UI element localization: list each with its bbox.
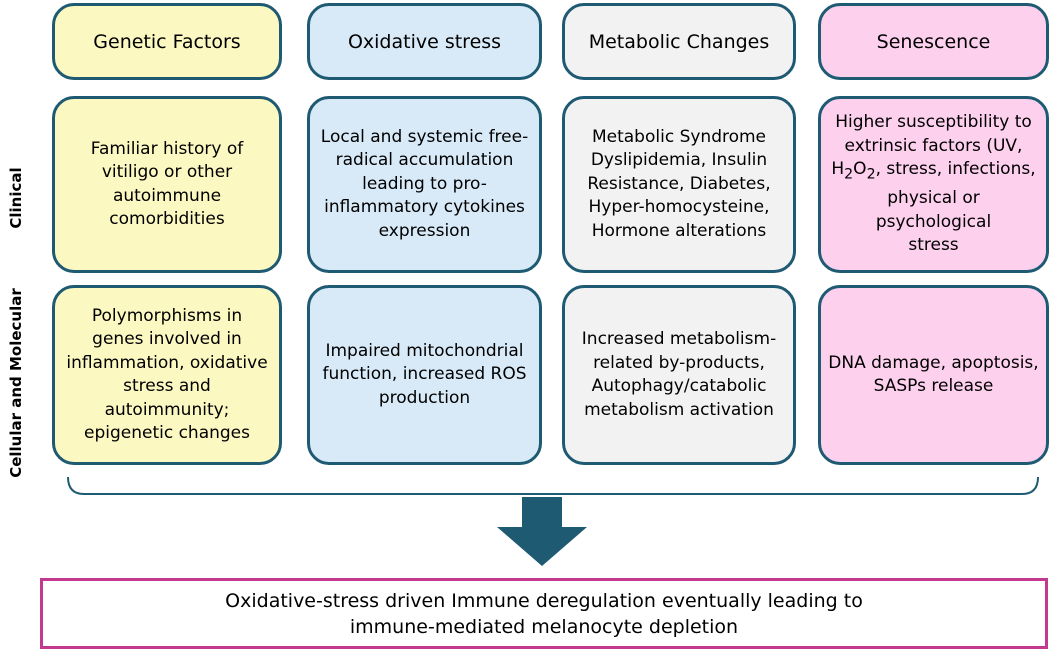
formula-sub-2: 2 xyxy=(866,166,876,183)
header-metabolic-changes-text: Metabolic Changes xyxy=(588,30,770,53)
clinical-senescence-box: Higher susceptibility to extrinsic facto… xyxy=(818,96,1049,273)
cellular-genetic-line: inflammation, oxidative xyxy=(66,352,268,373)
clinical-oxidative-box: Local and systemic free- radical accumul… xyxy=(307,96,542,273)
cellular-oxidative-box: Impaired mitochondrial function, increas… xyxy=(307,285,542,465)
grouping-brace xyxy=(67,476,1039,495)
clinical-senescence-line: extrinsic factors (UV, xyxy=(844,135,1023,156)
cellular-metabolic-line: Increased metabolism- xyxy=(581,329,777,349)
clinical-genetic-box: Familiar history of vitiligo or other au… xyxy=(52,96,282,273)
formula-rest: , stress, infections, xyxy=(875,159,1036,180)
cellular-senescence-line: SASPs release xyxy=(873,376,994,396)
clinical-genetic-line: comorbidities xyxy=(109,209,225,229)
cellular-metabolic-line: metabolism activation xyxy=(584,399,774,420)
clinical-metabolic-line: Hormone alterations xyxy=(591,220,767,241)
cellular-metabolic-box: Increased metabolism- related by-product… xyxy=(562,285,796,465)
clinical-genetic-line: vitiligo or other xyxy=(101,162,233,182)
clinical-metabolic-box: Metabolic Syndrome Dyslipidemia, Insulin… xyxy=(562,96,796,273)
cellular-metabolic-line: Autophagy/catabolic xyxy=(591,376,767,396)
header-genetic-factors-text: Genetic Factors xyxy=(93,30,241,53)
header-genetic-factors: Genetic Factors xyxy=(52,3,282,80)
cellular-genetic-line: stress and autoimmunity; xyxy=(104,376,230,420)
cellular-genetic-line: epigenetic changes xyxy=(83,423,250,443)
outcome-line: immune-mediated melanocyte depletion xyxy=(349,615,739,638)
down-arrow-icon xyxy=(497,497,587,566)
clinical-senescence-line: Higher susceptibility to xyxy=(835,112,1032,133)
header-senescence: Senescence xyxy=(818,3,1049,80)
header-oxidative-stress-text: Oxidative stress xyxy=(347,30,502,53)
clinical-metabolic-line: Hyper-homocysteine, xyxy=(588,197,770,218)
header-oxidative-stress: Oxidative stress xyxy=(307,3,542,80)
formula-o: O xyxy=(853,159,867,180)
formula-h: H xyxy=(831,159,845,180)
clinical-oxidative-line: inflammatory cytokines xyxy=(324,197,525,218)
clinical-metabolic-line: Resistance, Diabetes, xyxy=(587,173,771,194)
cellular-genetic-box: Polymorphisms in genes involved in infla… xyxy=(52,285,282,465)
clinical-genetic-line: autoimmune xyxy=(112,185,222,206)
clinical-senescence-line: stress xyxy=(908,235,959,256)
cellular-oxidative-line: Impaired mitochondrial xyxy=(325,340,524,361)
clinical-oxidative-line: expression xyxy=(378,220,471,241)
clinical-metabolic-line: Dyslipidemia, Insulin xyxy=(590,150,768,171)
outcome-box: Oxidative-stress driven Immune deregulat… xyxy=(40,578,1048,649)
clinical-genetic-line: Familiar history of xyxy=(90,138,244,159)
cellular-senescence-line: DNA damage, apoptosis, xyxy=(828,352,1039,373)
cellular-metabolic-line: related by-products, xyxy=(593,352,765,373)
header-metabolic-changes: Metabolic Changes xyxy=(562,3,796,80)
clinical-metabolic-line: Metabolic Syndrome xyxy=(591,126,767,147)
cellular-senescence-box: DNA damage, apoptosis, SASPs release xyxy=(818,285,1049,465)
cellular-genetic-line: genes involved in xyxy=(92,329,242,349)
clinical-senescence-line: physical or psychological xyxy=(875,188,992,232)
clinical-oxidative-line: leading to pro- xyxy=(362,173,487,194)
clinical-senescence-line-formula: H2O2, stress, infections, xyxy=(827,158,1040,187)
cellular-oxidative-line: production xyxy=(378,387,471,408)
clinical-oxidative-line: radical accumulation xyxy=(335,150,514,171)
cellular-oxidative-line: function, increased ROS xyxy=(322,364,527,385)
clinical-oxidative-line: Local and systemic free- xyxy=(320,126,529,147)
formula-sub-2: 2 xyxy=(844,166,854,183)
outcome-line: Oxidative-stress driven Immune deregulat… xyxy=(225,589,863,612)
cellular-genetic-line: Polymorphisms in xyxy=(91,305,243,326)
header-senescence-text: Senescence xyxy=(876,30,991,53)
